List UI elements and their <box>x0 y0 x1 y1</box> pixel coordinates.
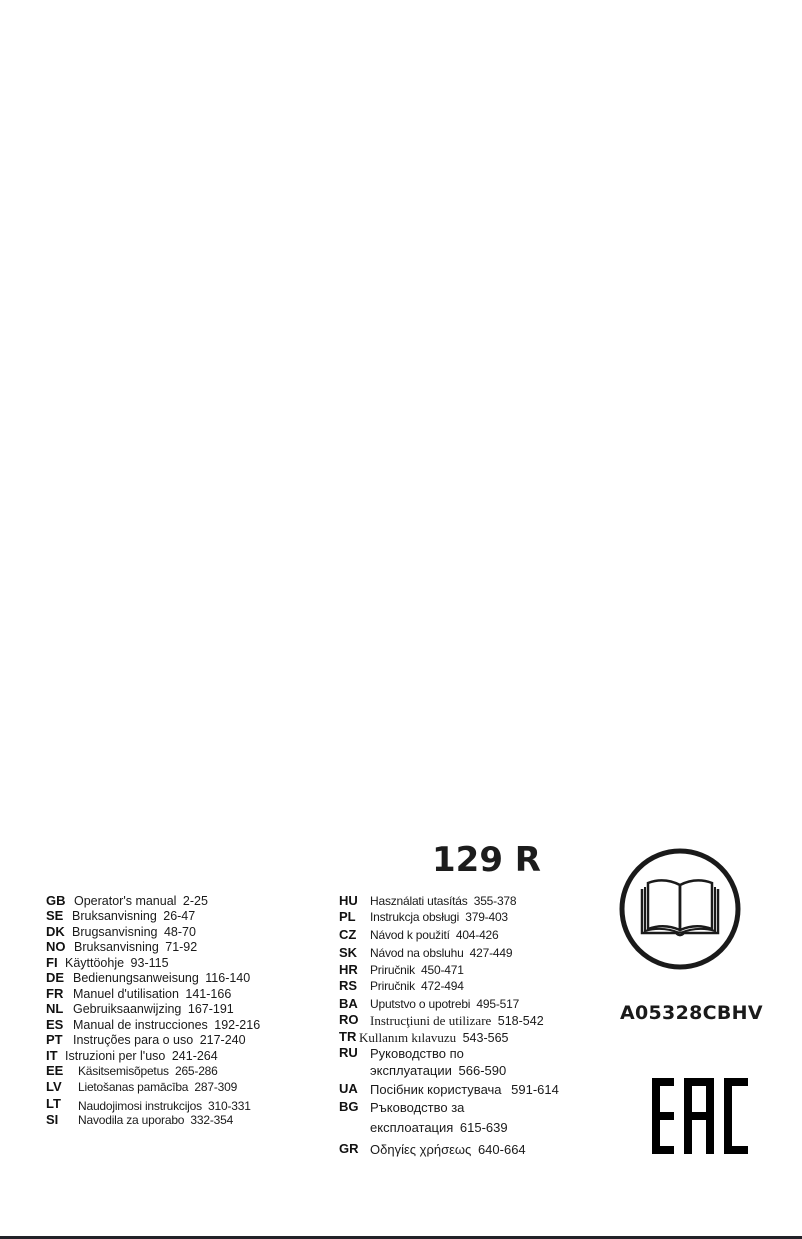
language-title: Manual de instrucciones 192-216 <box>73 1018 261 1032</box>
language-code: RS <box>339 978 358 993</box>
language-title: Bruksanvisning 71-92 <box>74 940 198 954</box>
language-title: Käyttöohje 93-115 <box>65 956 169 970</box>
language-title: Priručnik 472-494 <box>370 979 464 993</box>
language-code: LT <box>46 1096 61 1111</box>
language-title: Manuel d'utilisation 141-166 <box>73 987 232 1001</box>
language-code: RU <box>339 1045 358 1060</box>
document-code: A05328CBHV <box>620 1002 763 1024</box>
language-title: Brugsanvisning 48-70 <box>72 925 196 939</box>
language-title: Bruksanvisning 26-47 <box>72 909 196 923</box>
language-title: Οδηγίες χρήσεως 640-664 <box>370 1142 526 1157</box>
read-manual-book-icon <box>618 847 742 971</box>
language-code: NO <box>46 939 66 954</box>
language-code: PT <box>46 1032 63 1047</box>
language-code: GR <box>339 1141 359 1156</box>
language-title: Ръководство за <box>370 1100 465 1115</box>
language-title: Operator's manual 2-25 <box>74 894 208 908</box>
page-bottom-rule <box>0 1236 802 1239</box>
language-title: Navodila za uporabo 332-354 <box>78 1113 234 1127</box>
language-code: BA <box>339 996 358 1011</box>
language-code: SK <box>339 945 358 960</box>
language-code: DE <box>46 970 65 985</box>
language-title: Priručnik 450-471 <box>370 963 464 977</box>
eac-conformity-mark-icon <box>652 1078 750 1156</box>
language-code: ES <box>46 1017 64 1032</box>
language-code: HU <box>339 893 358 908</box>
language-code: RO <box>339 1012 359 1027</box>
language-code: DK <box>46 924 65 939</box>
language-code: BG <box>339 1099 359 1114</box>
language-title: Instrukcja obsługi 379-403 <box>370 910 508 924</box>
language-code: IT <box>46 1048 58 1063</box>
language-code: LV <box>46 1079 62 1094</box>
language-code: FR <box>46 986 64 1001</box>
language-title-line2: эксплуатации 566-590 <box>370 1063 507 1078</box>
language-code: HR <box>339 962 358 977</box>
language-title: Návod k použití 404-426 <box>370 928 499 942</box>
model-title: 129 R <box>432 840 541 880</box>
language-title: Istruzioni per l'uso 241-264 <box>65 1049 218 1063</box>
language-code: FI <box>46 955 58 970</box>
language-title: Návod na obsluhu 427-449 <box>370 946 513 960</box>
language-code: PL <box>339 909 356 924</box>
language-title-line2: експлоатация 615-639 <box>370 1120 508 1135</box>
language-code: GB <box>46 893 66 908</box>
language-title: Lietošanas pamācība 287-309 <box>78 1080 238 1094</box>
language-title: Руководство по <box>370 1046 464 1061</box>
language-code: SI <box>46 1112 59 1127</box>
language-title: Käsitsemisõpetus 265-286 <box>78 1064 218 1078</box>
language-title: Gebruiksaanwijzing 167-191 <box>73 1002 234 1016</box>
language-code: EE <box>46 1063 64 1078</box>
language-title: Kullanım kılavuzu 543-565 <box>359 1030 509 1045</box>
language-code: UA <box>339 1081 358 1096</box>
language-title: Instrucţiuni de utilizare 518-542 <box>370 1013 544 1028</box>
language-code: CZ <box>339 927 357 942</box>
language-code: NL <box>46 1001 64 1016</box>
language-title: Посібник користувача 591-614 <box>370 1082 559 1097</box>
language-title: Használati utasítás 355-378 <box>370 894 517 908</box>
language-title: Bedienungsanweisung 116-140 <box>73 971 251 985</box>
language-code: SE <box>46 908 64 923</box>
language-title: Instruções para o uso 217-240 <box>73 1033 246 1047</box>
language-title: Naudojimosi instrukcijos 310-331 <box>78 1099 251 1113</box>
language-code: TR <box>339 1029 357 1044</box>
language-title: Uputstvo o upotrebi 495-517 <box>370 997 520 1011</box>
